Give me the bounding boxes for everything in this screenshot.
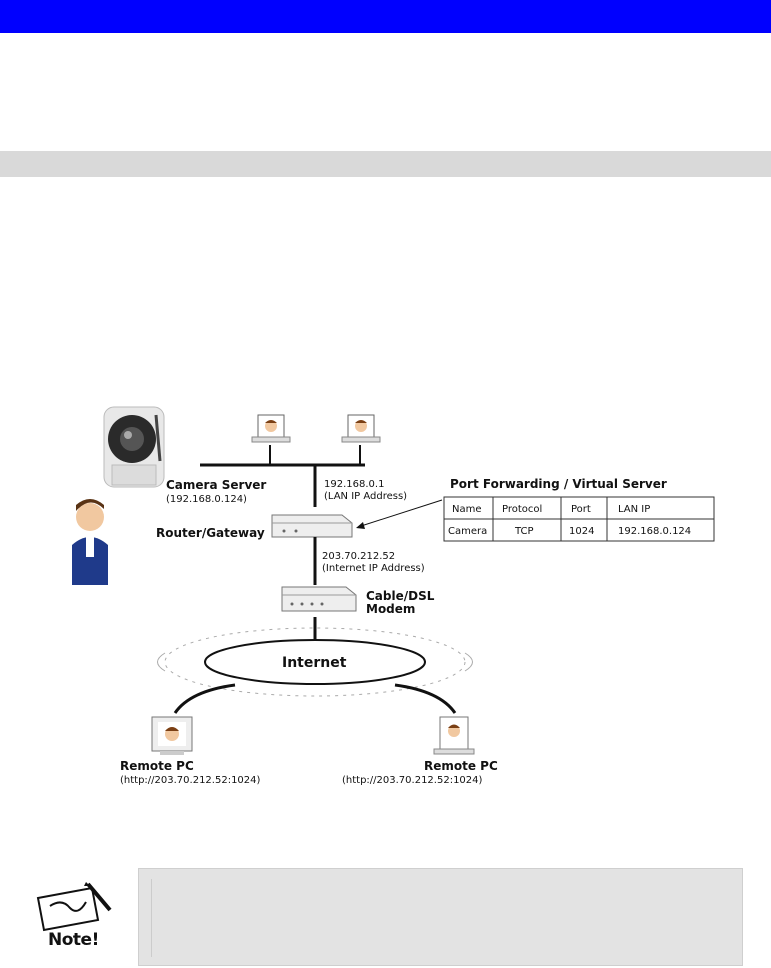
router-lan-ip: 192.168.0.1 (324, 479, 384, 490)
remote-pc-right-label: Remote PC (424, 759, 498, 773)
modem-label-line1: Cable/DSL (366, 589, 435, 603)
header-bar (0, 0, 771, 33)
router-internet-ip-caption: (Internet IP Address) (322, 563, 425, 574)
modem-icon (281, 586, 357, 612)
router-gateway-label: Router/Gateway (156, 526, 265, 540)
camera-server-ip: (192.168.0.124) (166, 494, 247, 505)
pen-note-icon (36, 882, 112, 932)
laptop-pc-icon (433, 716, 475, 755)
table-header-lan-ip: LAN IP (618, 504, 650, 515)
table-cell-port: 1024 (569, 526, 594, 537)
person-icon (72, 499, 108, 585)
desktop-pc-icon (151, 716, 193, 755)
table-header-protocol: Protocol (502, 504, 542, 515)
remote-pc-left-url: (http://203.70.212.52:1024) (120, 775, 261, 786)
note-content-area (151, 879, 730, 957)
table-header-name: Name (452, 504, 482, 515)
table-cell-lan-ip: 192.168.0.124 (618, 526, 691, 537)
internet-cloud-icon (157, 627, 473, 697)
ip-camera-icon (103, 406, 165, 488)
note-label: Note! (48, 930, 99, 950)
section-bar (0, 151, 771, 177)
modem-label-line2: Modem (366, 602, 415, 616)
table-cell-name: Camera (448, 526, 487, 537)
port-forwarding-table: Name Protocol Port LAN IP Camera TCP 102… (443, 496, 715, 542)
table-header-port: Port (571, 504, 591, 515)
router-icon (271, 514, 353, 538)
laptop-icon (341, 414, 381, 443)
internet-label: Internet (282, 655, 347, 671)
router-internet-ip: 203.70.212.52 (322, 551, 395, 562)
port-forwarding-title: Port Forwarding / Virtual Server (450, 477, 667, 491)
remote-pc-left-label: Remote PC (120, 759, 194, 773)
table-cell-protocol: TCP (514, 526, 534, 537)
note-box (138, 868, 743, 966)
camera-server-label: Camera Server (166, 478, 266, 492)
laptop-icon (251, 414, 291, 443)
pointer-arrow (357, 499, 443, 528)
network-diagram: Camera Server (192.168.0.124) 192.168.0.… (72, 406, 715, 786)
remote-pc-right-url: (http://203.70.212.52:1024) (342, 775, 483, 786)
router-lan-ip-caption: (LAN IP Address) (324, 491, 407, 502)
